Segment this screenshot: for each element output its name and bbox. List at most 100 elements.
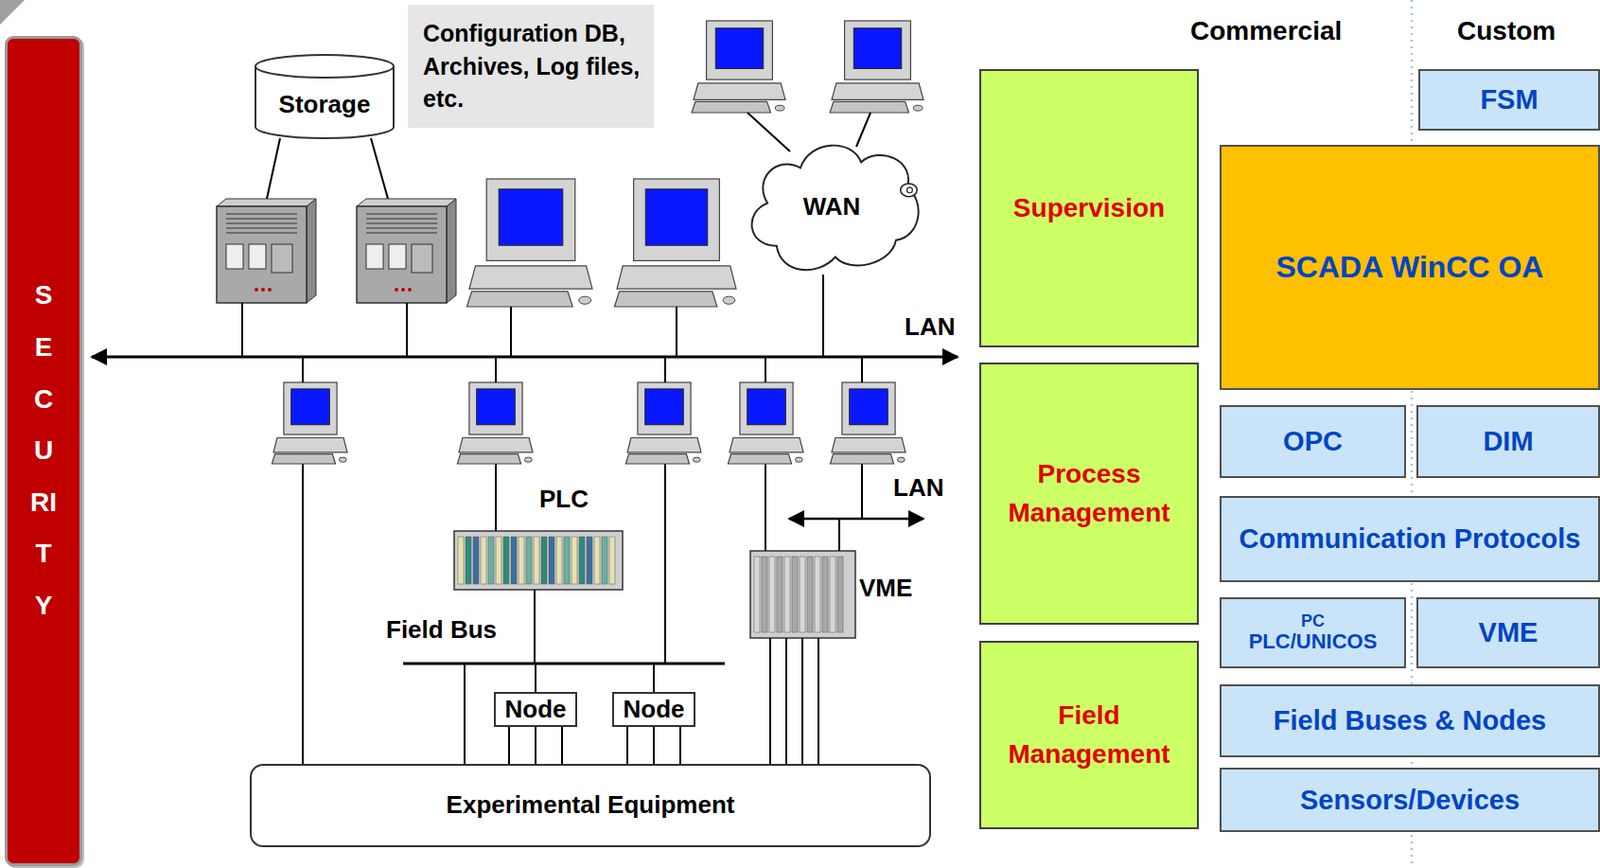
lan-drop <box>664 356 667 383</box>
keyboard <box>614 291 717 307</box>
screen <box>853 28 901 70</box>
rack-slot <box>541 536 547 584</box>
node-drop <box>534 663 537 692</box>
computer-base <box>627 437 702 452</box>
custom-box: VME <box>1416 597 1600 669</box>
rack-slot <box>769 556 775 633</box>
led <box>407 287 412 292</box>
node-text: WAN <box>803 191 862 224</box>
rack-body <box>750 550 856 638</box>
computer-base <box>831 83 924 100</box>
computer-icon <box>691 20 786 113</box>
screen <box>645 189 708 246</box>
node-text: SECURITY <box>30 269 57 632</box>
node-text: Experimental Equipment <box>446 789 736 822</box>
direct-wire <box>301 463 304 764</box>
node-text: Field Management <box>986 696 1192 774</box>
keyboard <box>457 454 521 464</box>
computer-icon <box>614 178 737 307</box>
lan-drop <box>241 302 244 357</box>
monitor <box>633 178 721 261</box>
node-text: Communication Protocols <box>1239 522 1582 556</box>
storage-wire <box>370 138 388 199</box>
screen <box>476 388 516 425</box>
cloud-swirl <box>900 183 917 197</box>
vme-wire <box>838 518 841 551</box>
rack-slot <box>518 536 525 584</box>
mouse <box>774 105 785 111</box>
node-text: Node <box>505 695 567 723</box>
node-text: FSM <box>1479 83 1538 117</box>
rack-body <box>454 530 623 590</box>
computer-icon <box>625 382 702 464</box>
computer-base <box>729 437 804 452</box>
server-side <box>446 198 457 303</box>
rack-slot <box>601 536 608 584</box>
cloud-swirl <box>907 187 914 194</box>
rack-slot <box>526 536 532 584</box>
vent <box>226 228 298 229</box>
computer-icon <box>466 178 593 307</box>
mouse <box>794 457 803 462</box>
server-side <box>306 198 317 303</box>
rack-slot <box>510 536 517 584</box>
lan-drop <box>301 356 304 383</box>
keyboard <box>625 454 689 464</box>
rack-slot <box>503 536 510 584</box>
cylinder-top <box>255 54 394 78</box>
monitor <box>637 382 691 435</box>
rack-slot <box>571 536 578 584</box>
field-bus <box>403 662 725 666</box>
computer-icon <box>829 382 906 464</box>
bus-label: Field Bus <box>386 615 497 645</box>
rack-slot <box>495 536 502 584</box>
node-text: OPC <box>1283 424 1343 458</box>
rack-slot <box>579 536 585 584</box>
rack-slot <box>609 536 616 584</box>
node-text: Node <box>623 695 686 723</box>
rack-slot <box>784 556 791 633</box>
vent <box>226 223 298 225</box>
computer-base <box>458 437 533 452</box>
screen <box>291 388 331 425</box>
monitor <box>283 382 337 435</box>
node-drop <box>652 663 655 692</box>
fieldbus-wire <box>664 463 667 664</box>
storage-cylinder: Storage <box>253 52 396 141</box>
screen <box>715 28 763 70</box>
node-wire <box>626 726 629 764</box>
drive <box>366 244 384 269</box>
node-text: VME <box>1478 615 1539 650</box>
vme-wire <box>801 637 804 764</box>
keyboard <box>271 454 335 464</box>
plc-wire <box>494 463 497 531</box>
mouse <box>338 457 347 462</box>
node-box: Node <box>612 691 696 727</box>
mouse <box>913 105 923 111</box>
drive <box>226 244 244 269</box>
rack-slot <box>791 556 798 633</box>
rack-slot <box>829 556 836 633</box>
column-heading: Custom <box>1457 15 1556 48</box>
vent <box>366 213 438 215</box>
server-top <box>356 198 457 207</box>
server-icon <box>216 198 317 303</box>
screen <box>747 388 787 425</box>
column-heading: Commercial <box>1190 15 1342 48</box>
vent <box>366 228 438 229</box>
device-label: VME <box>859 573 913 603</box>
lan-drop <box>494 356 497 383</box>
monitor <box>706 20 774 80</box>
computer-base <box>693 83 786 100</box>
lan-drop <box>675 306 678 357</box>
mouse <box>524 457 532 462</box>
led <box>401 287 405 292</box>
node-text: PLC/UNICOS <box>1248 630 1378 653</box>
node-text: Configuration DB, Archives, Log files, e… <box>422 17 643 116</box>
rack-slot <box>754 556 760 633</box>
keyboard <box>691 101 771 113</box>
vent <box>226 213 298 215</box>
screen <box>645 388 685 425</box>
